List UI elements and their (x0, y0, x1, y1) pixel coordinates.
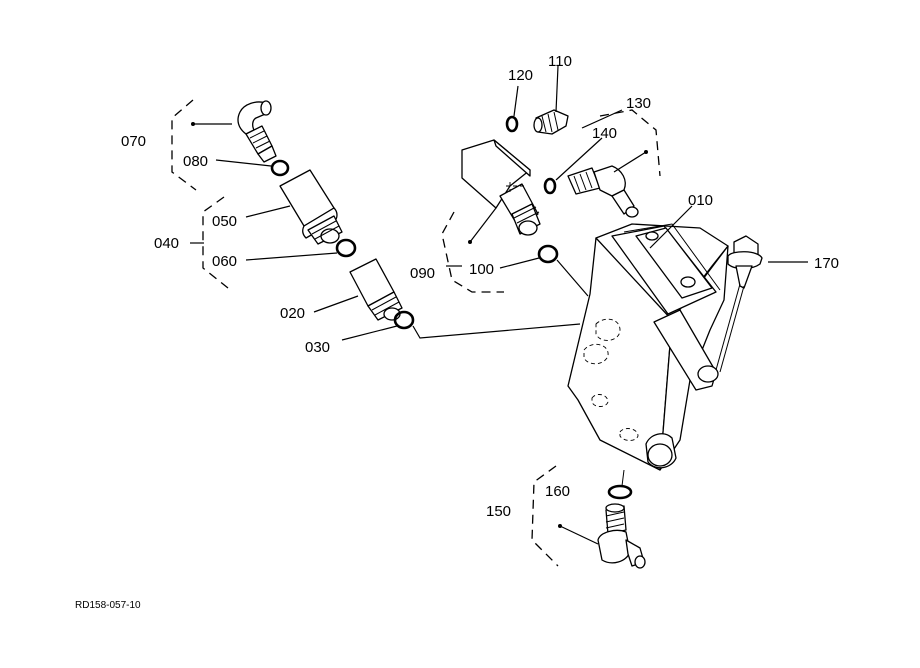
part-050-adapter (190, 169, 343, 289)
callout-080: 080 (183, 153, 208, 170)
reference-code: RD158-057-10 (75, 600, 141, 611)
callout-170: 170 (814, 255, 839, 272)
part-170-bolt (715, 235, 808, 373)
part-010-valve-body (567, 205, 729, 471)
callout-050: 050 (212, 213, 237, 230)
part-130-elbow-fitting (567, 109, 661, 218)
callout-110: 110 (548, 53, 572, 70)
part-070-elbow-fitting (171, 99, 277, 191)
callout-100: 100 (469, 261, 494, 278)
callout-010: 010 (688, 192, 713, 209)
part-080-o-ring (270, 159, 290, 177)
callout-160: 160 (545, 483, 570, 500)
callout-060: 060 (212, 253, 237, 270)
callout-120: 120 (508, 67, 533, 84)
callout-130: 130 (626, 95, 651, 112)
callout-040: 040 (154, 235, 179, 252)
part-060-o-ring (335, 238, 357, 258)
callout-150: 150 (486, 503, 511, 520)
callout-090: 090 (410, 265, 435, 282)
part-030-o-ring (393, 310, 415, 330)
part-110-connector (533, 65, 569, 135)
callout-020: 020 (280, 305, 305, 322)
part-090-block-fitting (441, 139, 541, 293)
part-120-o-ring (505, 115, 519, 133)
part-020-adapter (313, 258, 403, 321)
part-150-elbow-fitting (531, 465, 646, 569)
part-100-o-ring (537, 244, 559, 264)
part-160-o-ring (607, 484, 633, 500)
callout-070: 070 (121, 133, 146, 150)
callout-030: 030 (305, 339, 330, 356)
callout-140: 140 (592, 125, 617, 142)
part-140-o-ring (543, 177, 557, 195)
